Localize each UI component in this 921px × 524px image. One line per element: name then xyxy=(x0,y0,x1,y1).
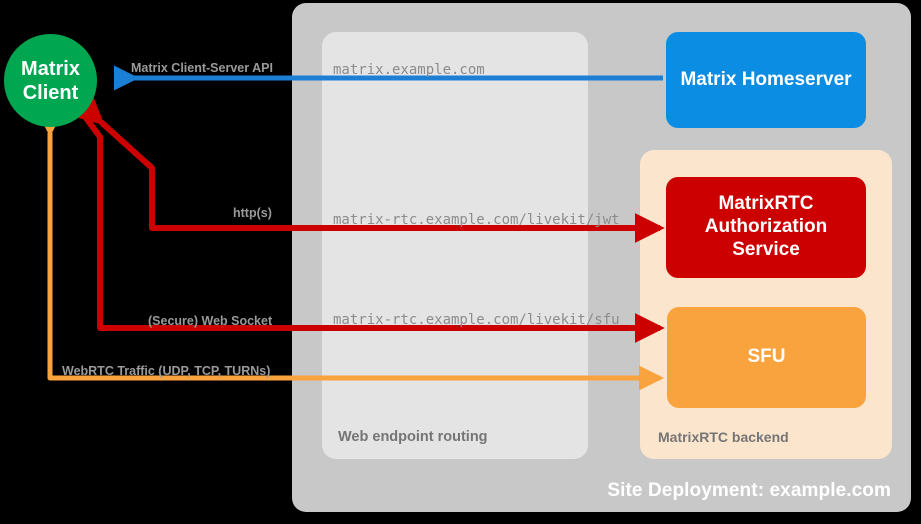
node-matrix-client-label: Matrix Client xyxy=(21,57,80,104)
node-matrix-homeserver[interactable]: Matrix Homeserver xyxy=(666,32,866,128)
site-deployment-label: Site Deployment: example.com xyxy=(607,480,891,501)
node-matrix-homeserver-label: Matrix Homeserver xyxy=(680,68,852,90)
edge-label-webrtc-traffic: WebRTC Traffic (UDP, TCP, TURNs) xyxy=(62,364,271,378)
matrixrtc-backend-label: MatrixRTC backend xyxy=(658,429,789,445)
edge-label-matrix-client-server-api: Matrix Client-Server API xyxy=(131,61,273,75)
node-sfu-label: SFU xyxy=(747,346,786,368)
url-label-livekit-jwt: matrix-rtc.example.com/livekit/jwt xyxy=(333,212,620,228)
edge-label-secure-web-socket: (Secure) Web Socket xyxy=(148,314,273,328)
edge-label-http-s: http(s) xyxy=(233,206,272,220)
node-matrix-client[interactable]: Matrix Client xyxy=(4,34,97,127)
web-endpoint-routing-container: Web endpoint routing xyxy=(322,32,588,459)
node-sfu[interactable]: SFU xyxy=(667,307,866,408)
node-matrixrtc-authorization-service[interactable]: MatrixRTC Authorization Service xyxy=(666,177,866,278)
url-label-matrix-example-com: matrix.example.com xyxy=(333,62,485,78)
node-matrixrtc-authorization-service-label: MatrixRTC Authorization Service xyxy=(704,193,828,260)
web-endpoint-routing-label: Web endpoint routing xyxy=(338,429,488,445)
url-label-livekit-sfu: matrix-rtc.example.com/livekit/sfu xyxy=(333,312,620,328)
